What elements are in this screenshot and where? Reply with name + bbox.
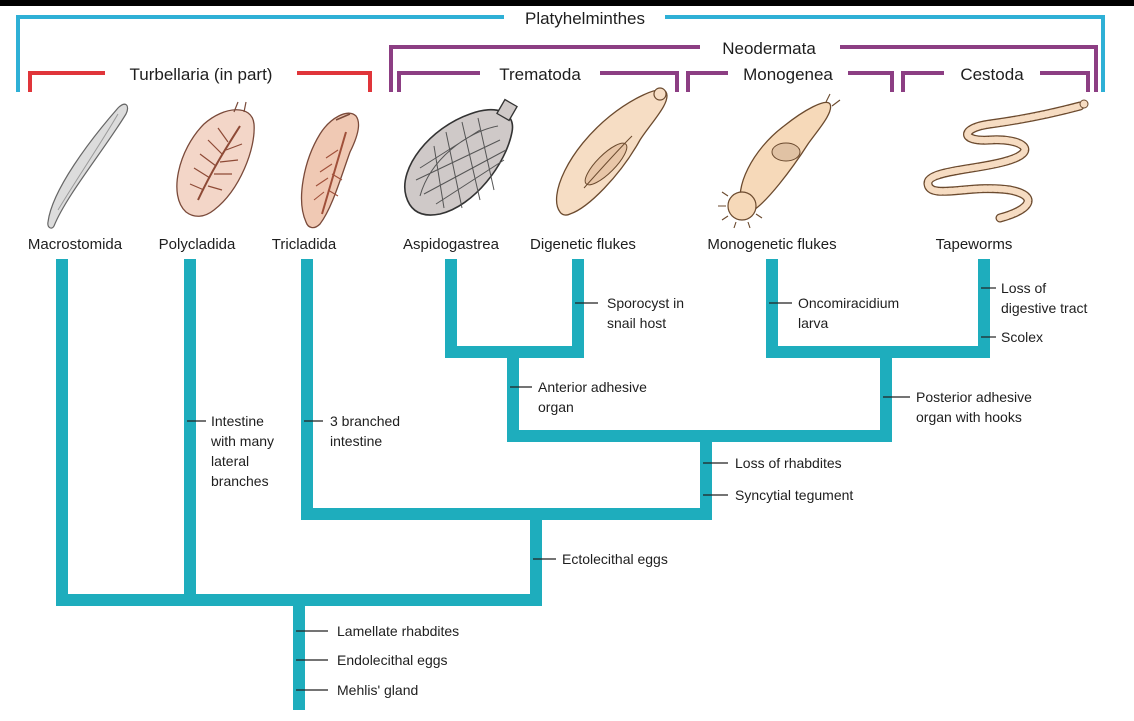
monogenea-label: Monogenea	[743, 65, 833, 84]
aspidogastrea-illustration	[405, 100, 517, 215]
char-mehlis-gland: Mehlis' gland	[337, 682, 418, 698]
char-ectolecithal-eggs: Ectolecithal eggs	[562, 551, 668, 567]
char-intestine-line1: Intestine	[211, 413, 264, 429]
char-oncomiracidium-line1: Oncomiracidium	[798, 295, 899, 311]
trematoda-label: Trematoda	[499, 65, 581, 84]
char-posterior-adhesive-line1: Posterior adhesive	[916, 389, 1032, 405]
char-sporocyst-line1: Sporocyst in	[607, 295, 684, 311]
char-intestine-line3: lateral	[211, 453, 249, 469]
char-loss-rhabdites: Loss of rhabdites	[735, 455, 842, 471]
taxon-monogenetic-flukes: Monogenetic flukes	[707, 236, 836, 253]
char-lamellate-rhabdites: Lamellate rhabdites	[337, 623, 459, 639]
char-syncytial-tegument: Syncytial tegument	[735, 487, 853, 503]
polycladida-illustration	[177, 102, 254, 216]
tricladida-illustration	[302, 113, 359, 227]
branch-aspido-digenea	[451, 265, 578, 352]
neodermata-label: Neodermata	[722, 39, 816, 58]
char-intestine-line4: branches	[211, 473, 269, 489]
taxon-aspidogastrea: Aspidogastrea	[403, 236, 500, 253]
char-loss-digestive-line2: digestive tract	[1001, 300, 1087, 316]
tapeworm-illustration	[928, 100, 1088, 218]
taxon-tapeworms: Tapeworms	[936, 236, 1013, 253]
digenetic-fluke-illustration	[557, 88, 667, 215]
char-anterior-adhesive-line1: Anterior adhesive	[538, 379, 647, 395]
char-scolex: Scolex	[1001, 329, 1043, 345]
turbellaria-label: Turbellaria (in part)	[130, 65, 273, 84]
char-three-branched-line1: 3 branched	[330, 413, 400, 429]
taxon-polycladida: Polycladida	[159, 236, 236, 253]
monogenetic-fluke-illustration	[718, 94, 840, 228]
branch-macro-poly-rest	[62, 265, 536, 600]
char-loss-digestive-line1: Loss of	[1001, 280, 1046, 296]
top-border	[0, 0, 1134, 6]
platyhelminthes-label: Platyhelminthes	[525, 9, 645, 28]
char-posterior-adhesive-line2: organ with hooks	[916, 409, 1022, 425]
macrostomida-illustration	[48, 104, 128, 228]
char-endolecithal-eggs: Endolecithal eggs	[337, 652, 448, 668]
cestoda-label: Cestoda	[960, 65, 1024, 84]
taxon-digenetic-flukes: Digenetic flukes	[530, 236, 636, 253]
char-intestine-line2: with many	[210, 433, 274, 449]
taxon-macrostomida: Macrostomida	[28, 236, 123, 253]
tree-branches	[62, 265, 984, 704]
char-anterior-adhesive-line2: organ	[538, 399, 574, 415]
char-three-branched-line2: intestine	[330, 433, 382, 449]
taxon-tricladida: Tricladida	[272, 236, 337, 253]
char-oncomiracidium-line2: larva	[798, 315, 829, 331]
char-sporocyst-line2: snail host	[607, 315, 666, 331]
